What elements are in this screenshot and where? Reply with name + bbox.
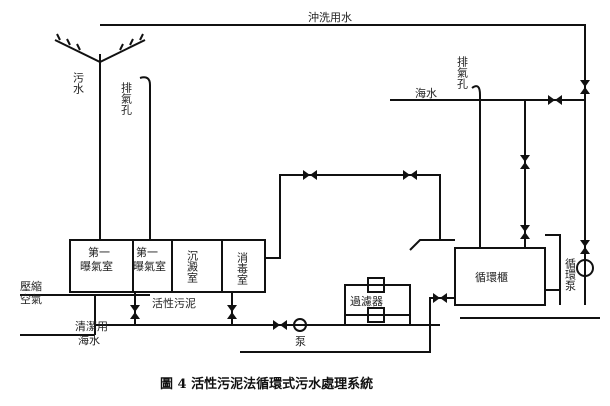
sewage-label: 污水 xyxy=(72,72,85,94)
aeration2-label-b: 曝氣室 xyxy=(133,259,166,273)
clean-seawater-label-a: 清潔用 xyxy=(75,319,108,333)
pipes xyxy=(20,24,600,353)
pump-label: 泵 xyxy=(295,335,306,348)
aeration1-label-a: 第一 xyxy=(88,245,110,259)
aeration1-label-b: 曝氣室 xyxy=(80,259,113,273)
vent-left-label: 排氣孔 xyxy=(120,81,133,116)
compressed-air-label-a: 壓縮 xyxy=(20,279,42,293)
activated-sludge-label: 活性污泥 xyxy=(152,296,196,310)
circulation-pump-label: 循環泵 xyxy=(564,258,577,291)
disinfection-label: 消毒室 xyxy=(236,251,249,285)
circulation-tank-label: 循環櫃 xyxy=(475,270,508,284)
filter-label: 過濾器 xyxy=(350,294,383,308)
seawater-label: 海水 xyxy=(415,86,437,100)
compressed-air-label-b: 空氣 xyxy=(20,292,42,306)
vent-right-label: 排氣孔 xyxy=(456,55,469,90)
valves xyxy=(130,80,590,330)
aeration2-label-a: 第一 xyxy=(136,245,158,259)
figure-caption: 圖 4 活性污泥法循環式污水處理系統 xyxy=(160,376,373,392)
settling-label: 沉澱室 xyxy=(186,250,199,283)
clean-seawater-label-b: 海水 xyxy=(78,333,100,347)
flush-water-label: 沖洗用水 xyxy=(308,11,352,24)
